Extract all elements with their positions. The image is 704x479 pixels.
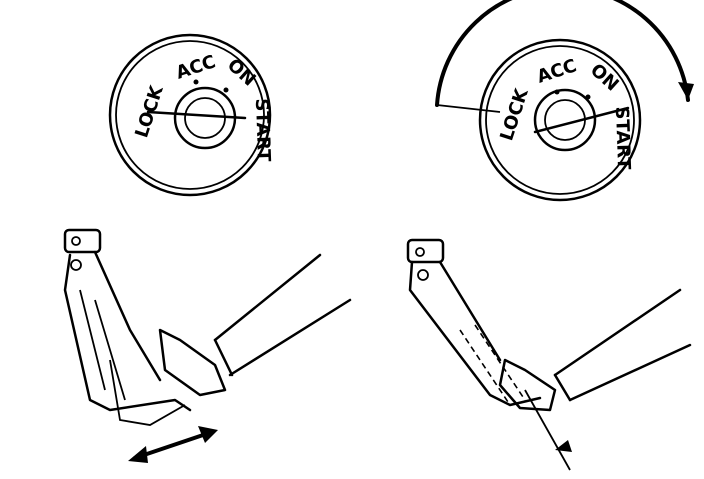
switch-inner-ring: [115, 40, 265, 190]
key-cylinder: [533, 88, 597, 152]
label-on: ON: [223, 55, 260, 91]
label-acc: ACC: [173, 51, 218, 83]
back-forth-arrow: [133, 430, 214, 460]
label-lock: LOCK: [496, 85, 533, 143]
leg: [213, 253, 352, 377]
key-slot: [146, 110, 247, 120]
shoe: [498, 358, 557, 412]
pedal-arm-outline: [438, 260, 502, 362]
pedal-pivot-bracket: [63, 228, 102, 254]
ignition-switch-right: LOCK ACC ON START: [435, 0, 694, 202]
stop-mark-icon: [555, 440, 572, 452]
switch-outer-ring: [108, 33, 272, 197]
acc-mark: [193, 79, 199, 85]
pivot-bolt: [70, 259, 82, 271]
arrow-head-icon: [678, 82, 694, 100]
pedal-motion-ghost: [79, 289, 186, 426]
pivot-bolt: [415, 247, 425, 257]
double-arrow-heads-icon: [128, 426, 218, 463]
pedal-left: [63, 228, 352, 463]
shoe: [158, 328, 227, 397]
pivot-bolt: [417, 269, 429, 281]
arc-end-line: [436, 104, 501, 113]
ankle-cuff: [213, 338, 234, 377]
pedal-pivot-bracket: [406, 238, 445, 264]
on-mark: [585, 94, 591, 100]
floor-line: [524, 389, 571, 471]
ankle-cuff: [553, 373, 572, 402]
pedal-arm-outline: [63, 253, 192, 412]
acc-mark: [554, 89, 560, 95]
leg: [553, 288, 692, 402]
label-start: START: [611, 106, 634, 171]
rotation-arc: [435, 0, 690, 107]
key-cylinder-inner: [184, 97, 226, 139]
pedal-arm-outline: [93, 250, 162, 382]
label-lock: LOCK: [131, 82, 168, 140]
key-slot: [533, 106, 630, 134]
switch-outer-ring: [478, 38, 642, 202]
pedal-released-position: [459, 324, 526, 406]
label-start: START: [251, 98, 274, 163]
switch-inner-ring: [485, 45, 635, 195]
ignition-switch-left: LOCK ACC ON START: [108, 33, 274, 197]
pedal-arm-outline: [408, 260, 542, 407]
pedal-right: [406, 238, 692, 471]
pivot-bolt: [71, 236, 81, 246]
label-acc: ACC: [534, 55, 579, 87]
on-mark: [223, 87, 229, 93]
